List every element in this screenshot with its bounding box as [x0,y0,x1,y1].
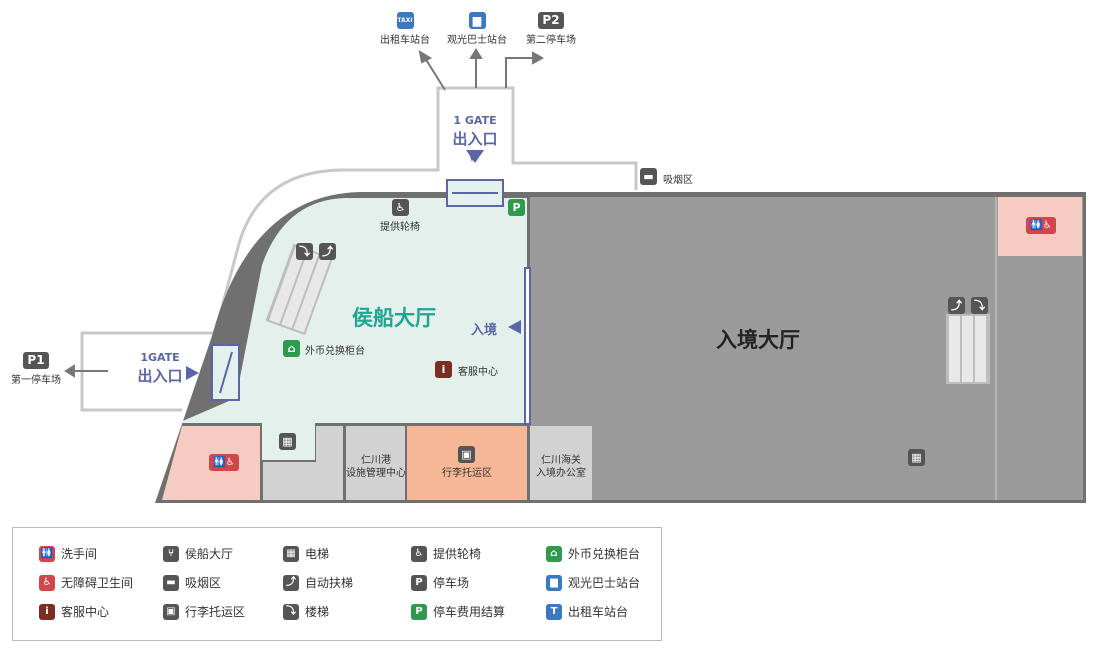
entry-gate-bar [524,267,531,425]
legend-label: 提供轮椅 [433,547,482,561]
legend-label: 外币兑换柜台 [568,547,641,561]
tour-bus-destination: ▆ 观光巴士站台 [440,12,514,46]
legend-label: 出租车站台 [568,605,629,619]
legend-item: ⤴ 自动扶梯 [283,574,353,591]
port-facility-label: 仁川港 设施管理中心 [346,455,406,479]
legend-label: 洗手间 [61,547,98,561]
parking-icon: P [411,574,427,591]
legend-item: 🚻 洗手间 [39,545,97,562]
currency-exchange-icon: ⌂ [283,340,300,357]
restroom-icon: 🚻♿ [209,454,239,471]
p1-icon: P1 [23,352,49,369]
gate-top-label[interactable]: 出入口 [452,130,498,148]
p2-destination: P2 第二停车场 [518,12,584,46]
waiting-hall-area [178,198,527,460]
legend-item: ♿ 提供轮椅 [411,545,481,562]
currency-exchange-icon: ⌂ [546,545,562,562]
smoking-area-label: 吸烟区 [663,175,693,186]
elevator-icon: ▦ [279,433,296,450]
taxi-icon: TAXI [396,12,414,29]
customs-label: 仁川海关 入境办公室 [536,455,586,479]
baggage-area [407,426,527,500]
arrival-hall-title: 入境大厅 [716,328,800,352]
tour-bus-label: 观光巴士站台 [447,35,507,46]
legend-label: 自动扶梯 [305,576,354,590]
p1-label: 第一停车场 [11,375,61,386]
legend-label: 客服中心 [61,605,110,619]
wheelchair-icon: ♿ [411,545,427,562]
legend-label: 停车费用结算 [433,605,506,619]
elevator-icon: ▦ [908,449,925,466]
taxi-stand-destination: TAXI 出租车站台 [372,12,438,46]
wheelchair-icon: ♿ [392,199,409,216]
legend-label: 行李托运区 [185,605,246,619]
legend-label: 停车场 [433,576,470,590]
legend-item: ⤵ 楼梯 [283,603,329,620]
gate-left-title: 1GATE [140,351,180,364]
currency-exchange-label: 外币兑换柜台 [305,346,365,357]
elevator-icon: ▦ [283,545,299,562]
direction-arrows [64,48,545,378]
legend-item: ▆ 观光巴士站台 [546,574,640,591]
gate-left-door[interactable] [211,344,240,401]
port-facility-room [346,426,405,500]
gate-left-arrow [186,366,199,380]
legend-item: ▣ 行李托运区 [163,603,245,620]
customs-office [530,426,592,500]
legend-label: 侯船大厅 [185,547,234,561]
legend-label: 电梯 [305,547,330,561]
escalator-left [265,243,334,336]
legend-item: P 停车场 [411,574,469,591]
accessible-restroom-icon: ♿ [39,574,55,591]
escalator-icon: ⤴ [283,574,299,591]
waiting-hall-title: 侯船大厅 [352,306,436,330]
stairs-icon: ⤵ [296,243,313,260]
gate-left-label[interactable]: 出入口 [137,367,183,385]
legend-item: ▦ 电梯 [283,545,329,562]
entry-arrow [508,320,521,334]
stairs-icon: ⤵ [283,603,299,620]
baggage-label: 行李托运区 [442,468,492,479]
taxi-icon: T [546,603,562,620]
p1-destination: P1 第一停车场 [8,352,64,386]
wheelchair-label: 提供轮椅 [380,222,420,233]
baggage-icon: ▣ [163,603,179,620]
customer-service-icon: i [435,361,452,378]
legend-label: 楼梯 [305,605,330,619]
legend-item: P 停车费用结算 [411,603,505,620]
legend-label: 观光巴士站台 [568,576,641,590]
bus-icon: ▆ [468,12,486,29]
baggage-icon: ▣ [458,446,475,463]
parking-payment-icon: P [508,199,525,216]
p2-icon: P2 [538,12,564,29]
escalator-right [946,314,990,384]
legend-item: ♿ 无障碍卫生间 [39,574,133,591]
taxi-stand-label: 出租车站台 [380,35,430,46]
smoking-icon: ▬ [640,168,657,185]
waiting-hall-icon: ⑂ [163,545,179,562]
restroom-icon: 🚻 [39,545,55,562]
restroom-icon: 🚻♿ [1026,217,1056,234]
parking-payment-icon: P [411,603,427,620]
gate-top-arrow [466,150,484,163]
legend-item: ⌂ 外币兑换柜台 [546,545,640,562]
escalator-icon: ⤴ [319,243,336,260]
stairs-icon: ⤵ [971,297,988,314]
arrival-hall-area [530,197,1083,500]
gate-top-title: 1 GATE [453,114,497,127]
legend-item: T 出租车站台 [546,603,628,620]
legend-label: 吸烟区 [185,576,222,590]
legend-item: ▬ 吸烟区 [163,574,221,591]
tour-bus-icon: ▆ [546,574,562,591]
customer-service-label: 客服中心 [458,367,498,378]
entry-label: 入境 [471,323,498,338]
p2-label: 第二停车场 [526,35,576,46]
escalator-icon: ⤴ [948,297,965,314]
customer-service-icon: i [39,603,55,620]
legend-item: i 客服中心 [39,603,109,620]
map-legend: 🚻 洗手间 ♿ 无障碍卫生间 i 客服中心 ⑂ 侯船大厅 ▬ 吸烟区 ▣ 行李托运区 ▦ 电梯 ⤴ 自动扶梯 ⤵… [12,527,662,641]
smoking-icon: ▬ [163,574,179,591]
legend-label: 无障碍卫生间 [61,576,134,590]
legend-item: ⑂ 侯船大厅 [163,545,233,562]
